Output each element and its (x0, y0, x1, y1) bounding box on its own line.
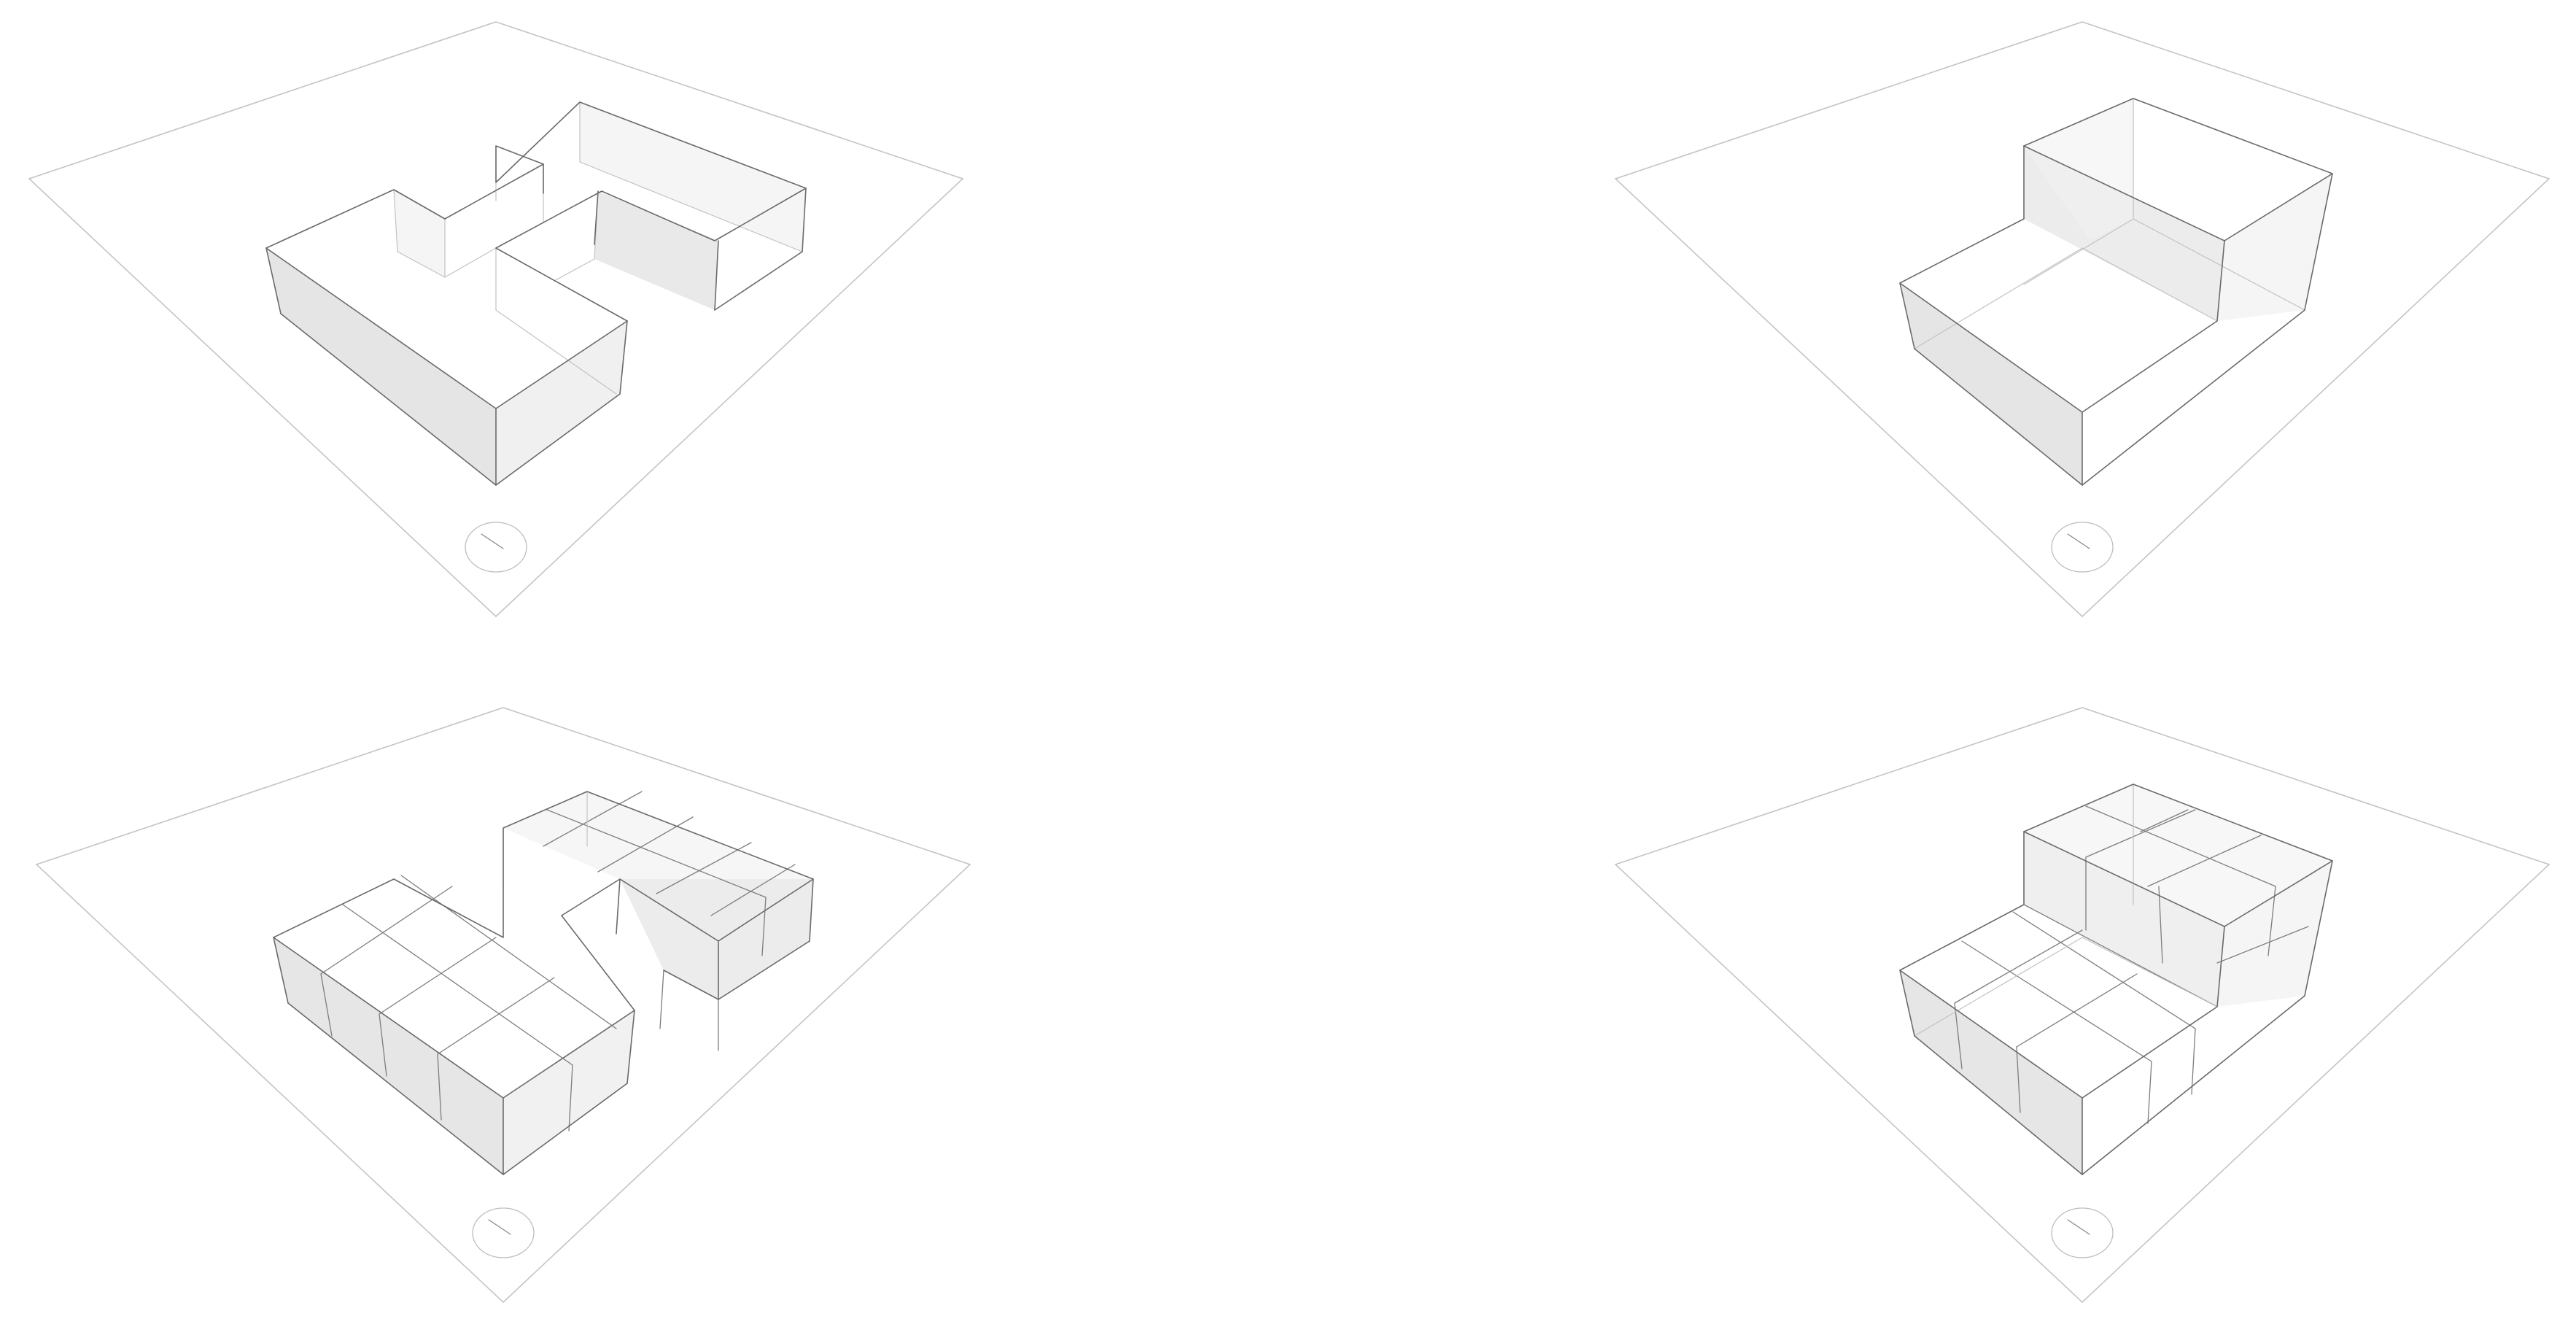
site-plane-outline (28, 21, 964, 618)
north-arrow-icon (2051, 1207, 2114, 1258)
north-arrow-icon (2051, 522, 2114, 573)
panel-stepped-grid (1614, 707, 2550, 1304)
panel-h-grid (35, 707, 971, 1304)
site-plane-outline (35, 707, 971, 1304)
building-mass-h-shape-gridded (273, 791, 814, 1175)
building-mass-stepped (1899, 98, 2333, 486)
north-arrow-icon (465, 522, 527, 573)
building-mass-h-shape (265, 101, 807, 486)
panel-stepped-solid (1614, 21, 2550, 618)
building-mass-stepped-gridded (1899, 784, 2333, 1175)
north-arrow-icon (472, 1207, 535, 1258)
site-plane-outline (1614, 707, 2550, 1304)
panel-h-solid (28, 21, 964, 618)
site-plane-outline (1614, 21, 2550, 618)
